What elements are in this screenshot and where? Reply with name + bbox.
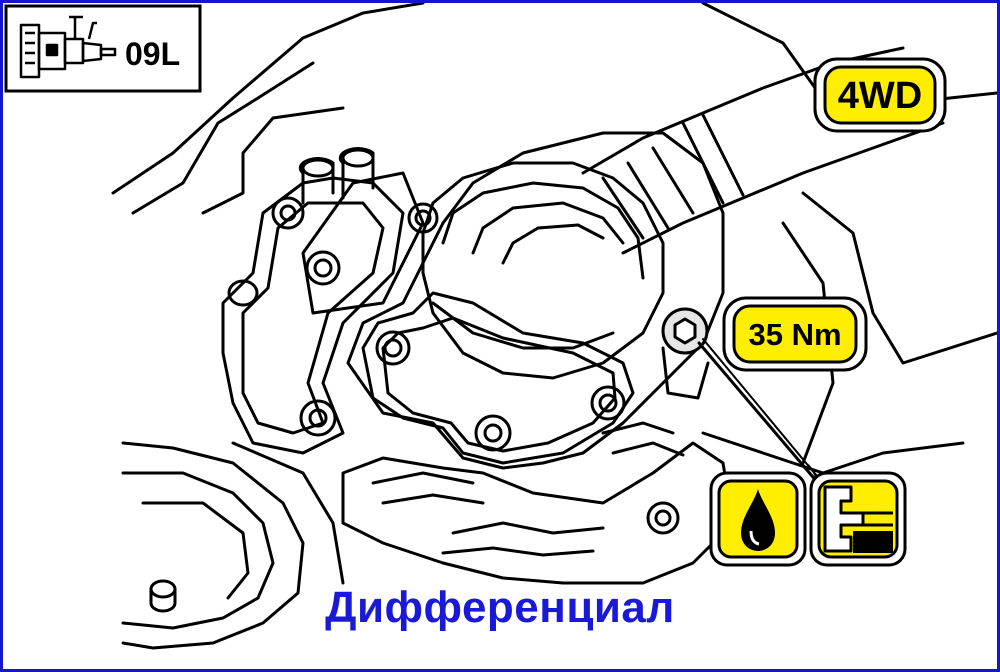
mount-bracket-inner: [241, 201, 385, 435]
casing-rib-1: [371, 471, 485, 505]
torque-badge: [732, 304, 858, 364]
drive-badge-label: 4WD: [838, 75, 922, 117]
casing-rib-3: [601, 421, 685, 457]
driveshaft-collar: [601, 146, 695, 240]
caption-differential: Дифференциал: [325, 583, 675, 632]
differential-illustration: 09L 4WD 35 Nm: [4, 3, 997, 650]
diff-flange-inner: [381, 316, 617, 453]
transmission-icon: [19, 15, 117, 79]
callout-leader: [697, 341, 820, 485]
cv-boot-ring-1: [441, 181, 645, 280]
casing-rib-2: [441, 521, 605, 557]
body-outline-right-lower: [801, 191, 997, 365]
cv-boot-ring-2: [471, 201, 625, 255]
cv-boot-ring-4: [431, 301, 615, 350]
oil-level-plug-hex: [673, 317, 697, 345]
cv-boot-outer: [421, 161, 665, 380]
stud-2: [338, 147, 375, 200]
hub-inner: [121, 471, 275, 630]
oil-drop-icon: [741, 489, 775, 551]
callout-leader-2: [702, 338, 822, 482]
drive-badge: [823, 65, 937, 125]
bracket-plate: [301, 171, 425, 315]
stud-cap-2: [341, 148, 375, 168]
hub-stud-base: [149, 587, 177, 613]
hub-ring: [141, 501, 250, 600]
body-outline-top: [111, 3, 425, 195]
torque-badge-label: 35 Nm: [748, 317, 841, 352]
flange-bolts: [271, 196, 680, 535]
cv-boot-ring-3: [501, 223, 605, 265]
body-outline-mid: [201, 106, 345, 215]
diff-housing-outer: [346, 131, 725, 470]
diff-flange: [361, 291, 635, 465]
transmission-code: 09L: [125, 36, 180, 72]
stud-left: [227, 279, 259, 307]
right-lower-frame: [701, 431, 965, 475]
driveshaft-tube-end: [681, 113, 745, 205]
driveshaft-bottom: [621, 121, 945, 255]
body-outline-left: [131, 61, 315, 215]
casing-left-edge: [231, 441, 345, 585]
oil-level-plug-icon: [823, 485, 893, 553]
plug-boss: [661, 346, 710, 400]
hub-outline: [121, 441, 305, 650]
stud-cap-1: [301, 158, 335, 178]
